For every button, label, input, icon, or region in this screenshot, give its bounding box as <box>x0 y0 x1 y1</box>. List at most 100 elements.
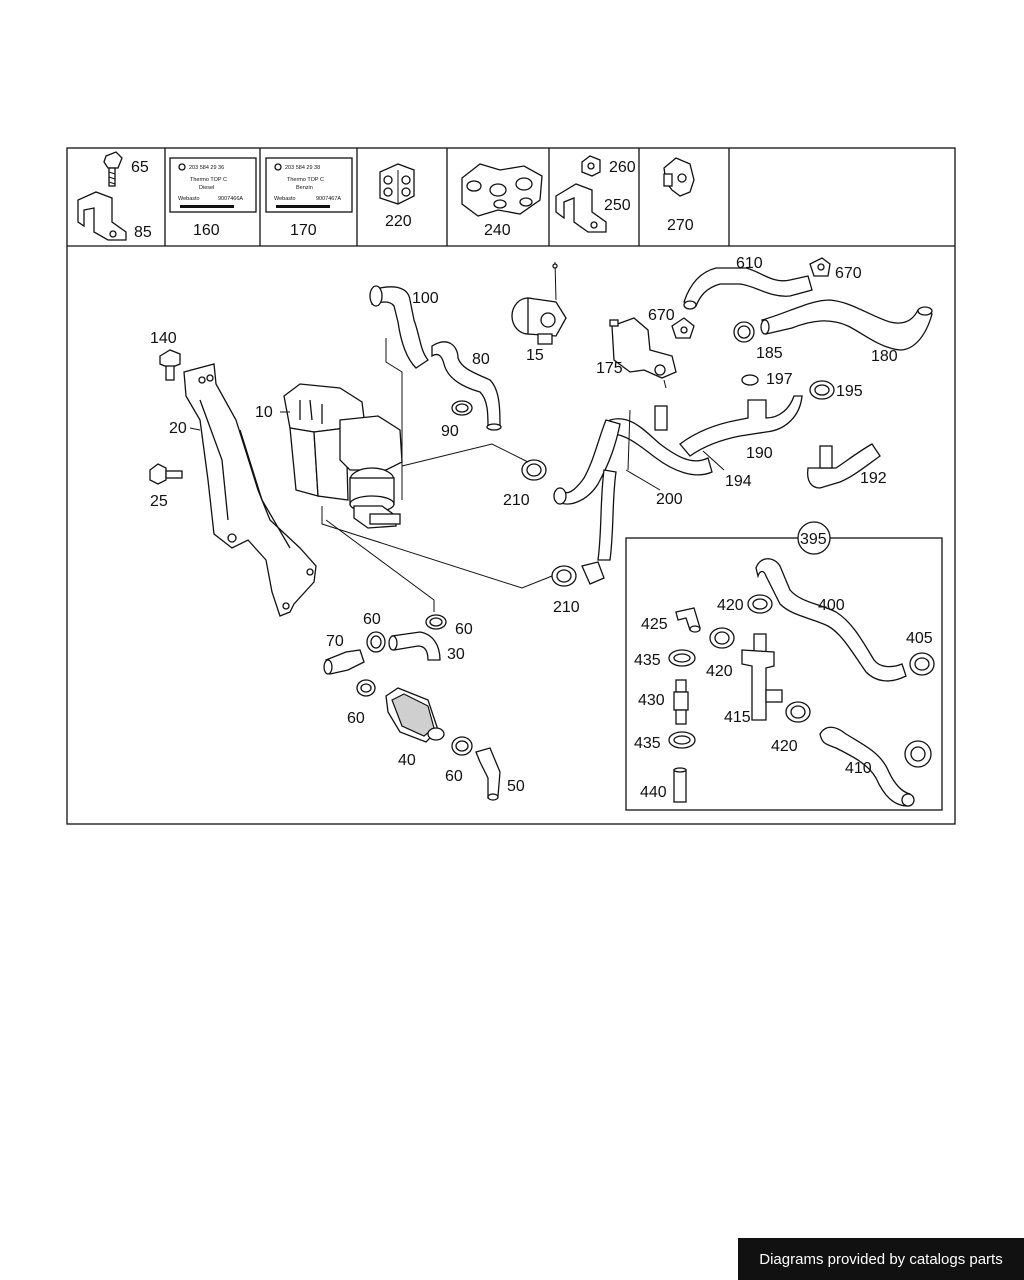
callout-175: 175 <box>596 360 623 377</box>
part-60-clamp-right[interactable] <box>425 614 447 630</box>
part-430-filter[interactable] <box>673 679 689 725</box>
part-80-hose[interactable] <box>431 341 502 431</box>
callout-440: 440 <box>640 784 667 801</box>
callout-160: 160 <box>193 222 220 239</box>
part-260-nut[interactable] <box>581 155 601 177</box>
part-670-clip-lower[interactable] <box>809 257 831 277</box>
callout-60-a: 60 <box>455 621 473 638</box>
callout-210-b: 210 <box>553 599 580 616</box>
part-192-hose[interactable] <box>806 443 881 489</box>
callout-50: 50 <box>507 778 525 795</box>
part-250-bracket[interactable] <box>555 183 607 233</box>
part-60-clamp-upper[interactable] <box>366 631 386 653</box>
part-440-tube[interactable] <box>673 767 687 803</box>
callout-85: 85 <box>134 224 152 241</box>
part-220-clip[interactable] <box>379 163 415 205</box>
part-15-pump[interactable] <box>511 261 567 345</box>
callout-430: 430 <box>638 692 665 709</box>
callout-420-b: 420 <box>706 663 733 680</box>
callout-60-d: 60 <box>445 768 463 785</box>
label-160-brand: Webasto <box>178 196 200 202</box>
part-405-clamp[interactable] <box>909 652 935 676</box>
label-160-partnumber: 203 584 29 36 <box>189 165 224 171</box>
callout-210-a: 210 <box>503 492 530 509</box>
part-420-clamp-bottom[interactable] <box>785 701 811 723</box>
callout-25: 25 <box>150 493 168 510</box>
part-60-clamp-lower[interactable] <box>451 736 473 756</box>
part-410-hose[interactable] <box>819 726 915 807</box>
part-100-hose[interactable] <box>369 285 429 369</box>
part-210-clamp-lower[interactable] <box>551 561 605 587</box>
callout-185: 185 <box>756 345 783 362</box>
callout-60-b: 60 <box>363 611 381 628</box>
part-140-bolt[interactable] <box>159 349 181 381</box>
callout-435-b: 435 <box>634 735 661 752</box>
part-270-clip[interactable] <box>663 157 695 197</box>
callout-10: 10 <box>255 404 273 421</box>
part-90-clamp[interactable] <box>451 400 473 416</box>
callout-192: 192 <box>860 470 887 487</box>
callout-170: 170 <box>290 222 317 239</box>
part-197-clip[interactable] <box>741 374 759 386</box>
callout-140: 140 <box>150 330 177 347</box>
part-10-heater[interactable] <box>283 383 403 529</box>
footer-text: Diagrams provided by catalogs parts <box>759 1250 1003 1268</box>
callout-15: 15 <box>526 347 544 364</box>
part-415-tee[interactable] <box>741 633 783 721</box>
part-400-hose[interactable] <box>755 558 907 682</box>
part-425-elbow[interactable] <box>675 607 701 633</box>
callout-100: 100 <box>412 290 439 307</box>
part-420-clamp-top[interactable] <box>747 594 773 614</box>
callout-670-a: 670 <box>648 307 675 324</box>
part-65-bolt[interactable] <box>103 151 123 187</box>
part-60-clamp-left[interactable] <box>356 679 376 697</box>
part-30-hose[interactable] <box>388 631 441 661</box>
part-435-clamp-top[interactable] <box>668 649 696 667</box>
callout-405: 405 <box>906 630 933 647</box>
callout-90: 90 <box>441 423 459 440</box>
part-200-hose[interactable] <box>553 419 621 561</box>
part-160-label[interactable]: 203 584 29 36 Thermo TOP C Diesel Webast… <box>169 157 257 213</box>
part-410-grommet[interactable] <box>904 740 932 768</box>
part-25-bolt[interactable] <box>149 463 183 485</box>
part-170-label[interactable]: 203 584 29 38 Thermo TOP C Benzin Webast… <box>265 157 353 213</box>
label-170-brand: Webasto <box>274 196 296 202</box>
part-40-muffler[interactable] <box>385 687 445 743</box>
part-435-clamp-bottom[interactable] <box>668 731 696 749</box>
callout-197: 197 <box>766 371 793 388</box>
callout-40: 40 <box>398 752 416 769</box>
label-170-partnumber: 203 584 29 38 <box>285 165 320 171</box>
callout-420-c: 420 <box>771 738 798 755</box>
part-85-bracket[interactable] <box>77 191 127 241</box>
part-50-tailpipe[interactable] <box>475 747 501 801</box>
part-610-hose[interactable] <box>683 267 813 310</box>
callout-195: 195 <box>836 383 863 400</box>
part-190-hose[interactable] <box>679 395 803 457</box>
callout-190: 190 <box>746 445 773 462</box>
part-420-clamp-mid[interactable] <box>709 627 735 649</box>
label-160-model: Thermo TOP C <box>190 177 227 183</box>
part-20-bracket[interactable] <box>183 363 317 617</box>
callout-610: 610 <box>736 255 763 272</box>
part-195-clamp[interactable] <box>809 380 835 400</box>
part-185-clamp[interactable] <box>733 321 755 343</box>
callout-220: 220 <box>385 213 412 230</box>
callout-270: 270 <box>667 217 694 234</box>
part-210-clamp-upper[interactable] <box>521 459 547 481</box>
callout-415: 415 <box>724 709 751 726</box>
part-194-hose[interactable] <box>609 405 713 476</box>
callout-30: 30 <box>447 646 465 663</box>
part-175-valve[interactable] <box>609 317 677 389</box>
diagram-frame <box>66 147 956 825</box>
part-240-clip[interactable] <box>461 163 543 217</box>
part-70-hose[interactable] <box>323 649 365 675</box>
callout-435-a: 435 <box>634 652 661 669</box>
inset-frame <box>625 537 943 811</box>
callout-250: 250 <box>604 197 631 214</box>
callout-420-a: 420 <box>717 597 744 614</box>
callout-670-b: 670 <box>835 265 862 282</box>
part-180-hose[interactable] <box>760 299 933 351</box>
callout-200: 200 <box>656 491 683 508</box>
part-670-clip-upper[interactable] <box>671 317 695 339</box>
